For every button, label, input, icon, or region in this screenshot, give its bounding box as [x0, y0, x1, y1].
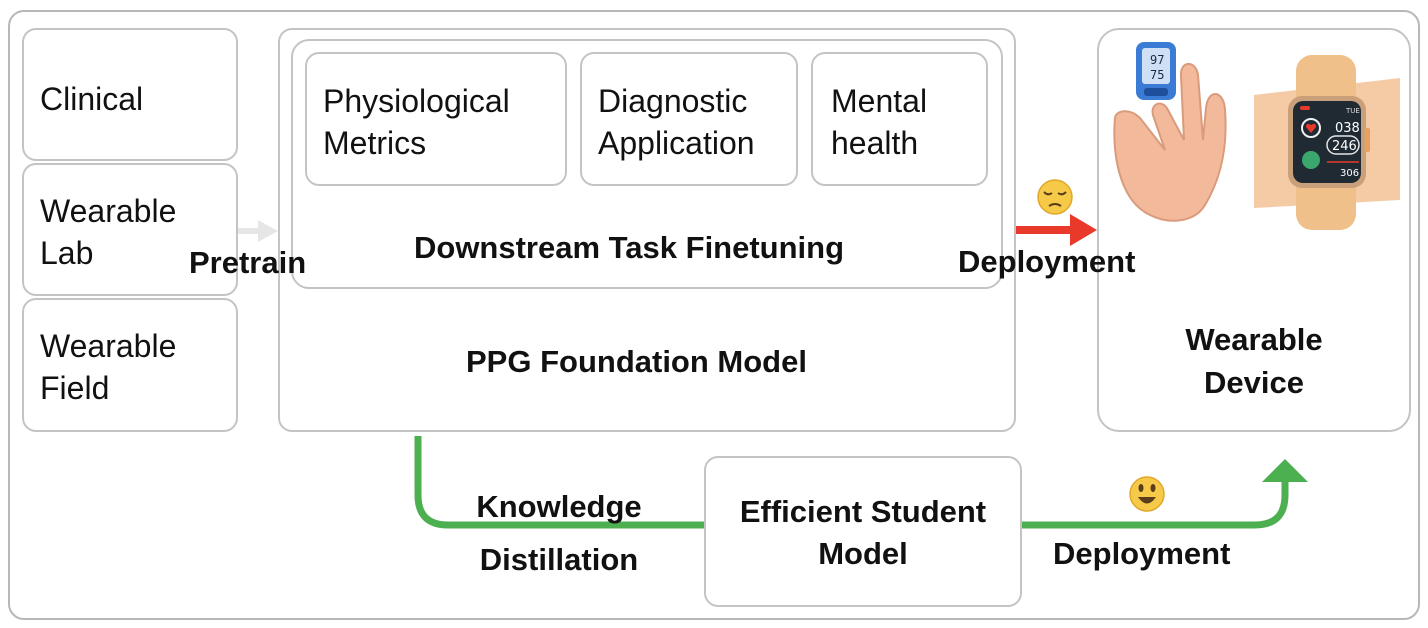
source-wearable-lab-line-1: Wearable — [40, 193, 177, 229]
device-label-line-1: Wearable — [1185, 322, 1323, 357]
watch-value-1: 038 — [1335, 121, 1360, 136]
oximeter-value-2: 75 — [1150, 68, 1164, 82]
distillation-label: Knowledge Distillation — [458, 480, 660, 586]
source-wearable-field: Wearable Field — [22, 298, 238, 432]
task-mental-line-1: Mental — [831, 83, 928, 119]
source-clinical-line-1: Clinical — [40, 81, 144, 117]
student-model-label: Efficient Student Model — [704, 491, 1022, 575]
task-physiological-line-2: Metrics — [323, 125, 427, 161]
task-mental-line-2: health — [831, 125, 919, 161]
task-mental-health: Mental health — [811, 52, 988, 186]
deployment-top-label: Deployment — [958, 244, 1136, 279]
smiling-face-icon — [1129, 476, 1165, 512]
pretrain-arrow — [238, 220, 278, 242]
pretrain-label: Pretrain — [189, 245, 307, 280]
deployment-red-arrow — [1016, 214, 1097, 246]
finger-oximeter-illustration — [1113, 42, 1227, 222]
deployment-bottom-label: Deployment — [1053, 536, 1231, 571]
source-wearable-lab-line-2: Lab — [40, 235, 94, 271]
deployment-green-arrow — [1022, 459, 1308, 529]
device-label-line-2: Device — [1204, 365, 1304, 400]
source-wearable-field-line-1: Wearable — [40, 328, 177, 364]
task-diagnostic-line-2: Application — [598, 125, 755, 161]
watch-value-2: 246 — [1332, 139, 1357, 154]
student-label-line-1: Efficient Student — [739, 494, 987, 529]
wearable-device-label: Wearable Device — [1097, 318, 1411, 404]
source-wearable-field-line-2: Field — [40, 370, 110, 406]
task-diagnostic-application: Diagnostic Application — [580, 52, 798, 186]
watch-value-3: 306 — [1340, 168, 1359, 179]
oximeter-value-1: 97 — [1150, 53, 1164, 67]
distillation-green-arrow — [414, 436, 704, 529]
watch-day: TUE — [1345, 107, 1360, 115]
student-model-box — [704, 456, 1022, 607]
task-physiological-metrics: Physiological Metrics — [305, 52, 567, 186]
task-physiological-line-1: Physiological — [323, 83, 510, 119]
finetuning-label: Downstream Task Finetuning — [414, 230, 845, 265]
distillation-label-line-2: Distillation — [479, 542, 639, 577]
task-diagnostic-line-1: Diagnostic — [598, 83, 748, 119]
source-wearable-lab: Wearable Lab — [22, 163, 238, 296]
source-clinical: Clinical — [22, 28, 238, 161]
smartwatch-illustration — [1254, 55, 1400, 230]
distillation-label-line-1: Knowledge — [476, 489, 642, 524]
pensive-face-icon — [1037, 179, 1073, 215]
student-label-line-2: Model — [818, 536, 908, 571]
foundation-model-label: PPG Foundation Model — [466, 344, 807, 379]
